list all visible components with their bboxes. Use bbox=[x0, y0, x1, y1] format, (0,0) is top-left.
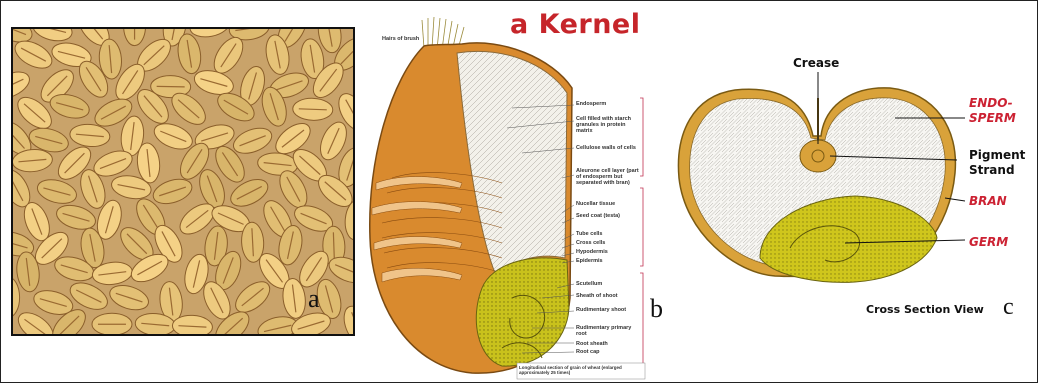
wheat-grain bbox=[292, 98, 333, 121]
crease-label: Crease bbox=[793, 56, 839, 71]
cross-section-drawing bbox=[665, 48, 1015, 328]
wheat-grain bbox=[107, 281, 152, 314]
label-root-cap: Root cap bbox=[576, 349, 638, 355]
bran-label: BRAN bbox=[969, 194, 1007, 209]
pigment-label-2: Strand bbox=[969, 163, 1015, 178]
label-hypodermis: Hypodermis bbox=[576, 249, 638, 255]
panel-a-label: a bbox=[308, 284, 320, 314]
endosperm-label-2: SPERM bbox=[969, 111, 1016, 126]
wheat-grain bbox=[35, 176, 79, 208]
wheat-grain bbox=[124, 29, 146, 46]
wheat-grain bbox=[230, 123, 275, 158]
wheat-grain bbox=[230, 276, 275, 318]
hairs-label: Hairs of brush bbox=[382, 36, 422, 42]
kernel-cross-section bbox=[665, 48, 1015, 328]
wheat-grain bbox=[92, 313, 132, 334]
endosperm-label-1: ENDO- bbox=[969, 96, 1013, 111]
germ-label: GERM bbox=[969, 235, 1008, 250]
pigment-label-1: Pigment bbox=[969, 148, 1025, 163]
wheat-grains-photo bbox=[11, 27, 355, 336]
label-sheath-shoot: Sheath of shoot bbox=[576, 293, 638, 299]
kernel-caption: Longitudinal section of grain of wheat (… bbox=[519, 365, 643, 375]
label-cellulose: Cellulose walls of cells bbox=[576, 145, 638, 151]
wheat-grain bbox=[30, 29, 74, 45]
label-brackets bbox=[640, 98, 643, 368]
label-starch-cells: Cell filled with starch granules in prot… bbox=[576, 116, 638, 134]
label-endosperm: Endosperm bbox=[576, 101, 636, 107]
label-aleurone: Aleurone cell layer (part of endosperm b… bbox=[576, 168, 640, 186]
wheat-grain bbox=[151, 119, 196, 154]
label-epidermis: Epidermis bbox=[576, 258, 638, 264]
label-nucellar: Nucellar tissue bbox=[576, 201, 638, 207]
label-tube-cells: Tube cells bbox=[576, 231, 638, 237]
label-root-sheath: Root sheath bbox=[576, 341, 638, 347]
panel-c-label: c bbox=[1003, 294, 1014, 321]
wheat-grain bbox=[339, 303, 353, 334]
label-rud-shoot: Rudimentary shoot bbox=[576, 307, 638, 313]
label-seed-coat: Seed coat (testa) bbox=[576, 213, 638, 219]
wheat-grain bbox=[13, 277, 20, 317]
panel-b-label: b bbox=[650, 294, 663, 324]
label-rud-root: Rudimentary primary root bbox=[576, 325, 638, 337]
label-cross-cells: Cross cells bbox=[576, 240, 638, 246]
grains-image bbox=[13, 29, 353, 334]
cross-section-caption: Cross Section View bbox=[866, 303, 984, 316]
label-scutellum: Scutellum bbox=[576, 281, 638, 287]
wheat-grain bbox=[150, 175, 195, 208]
